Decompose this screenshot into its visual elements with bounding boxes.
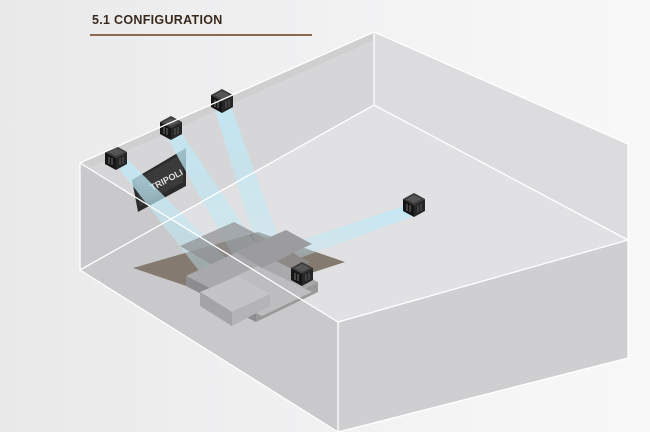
beam-front-right: [214, 104, 286, 266]
speaker-surround-left-icon: [291, 262, 313, 286]
speaker-front-right-icon: [211, 89, 233, 113]
front-right-wall-face: [338, 240, 628, 432]
speaker-surround-right-icon: [403, 193, 425, 217]
seating: [180, 222, 318, 326]
section-heading: 5.1 CONFIGURATION: [92, 13, 223, 27]
beam-surround-right: [284, 206, 414, 258]
room-outline: [79, 31, 629, 432]
heading-rule: [90, 34, 312, 36]
back-right-wall: [374, 32, 628, 240]
